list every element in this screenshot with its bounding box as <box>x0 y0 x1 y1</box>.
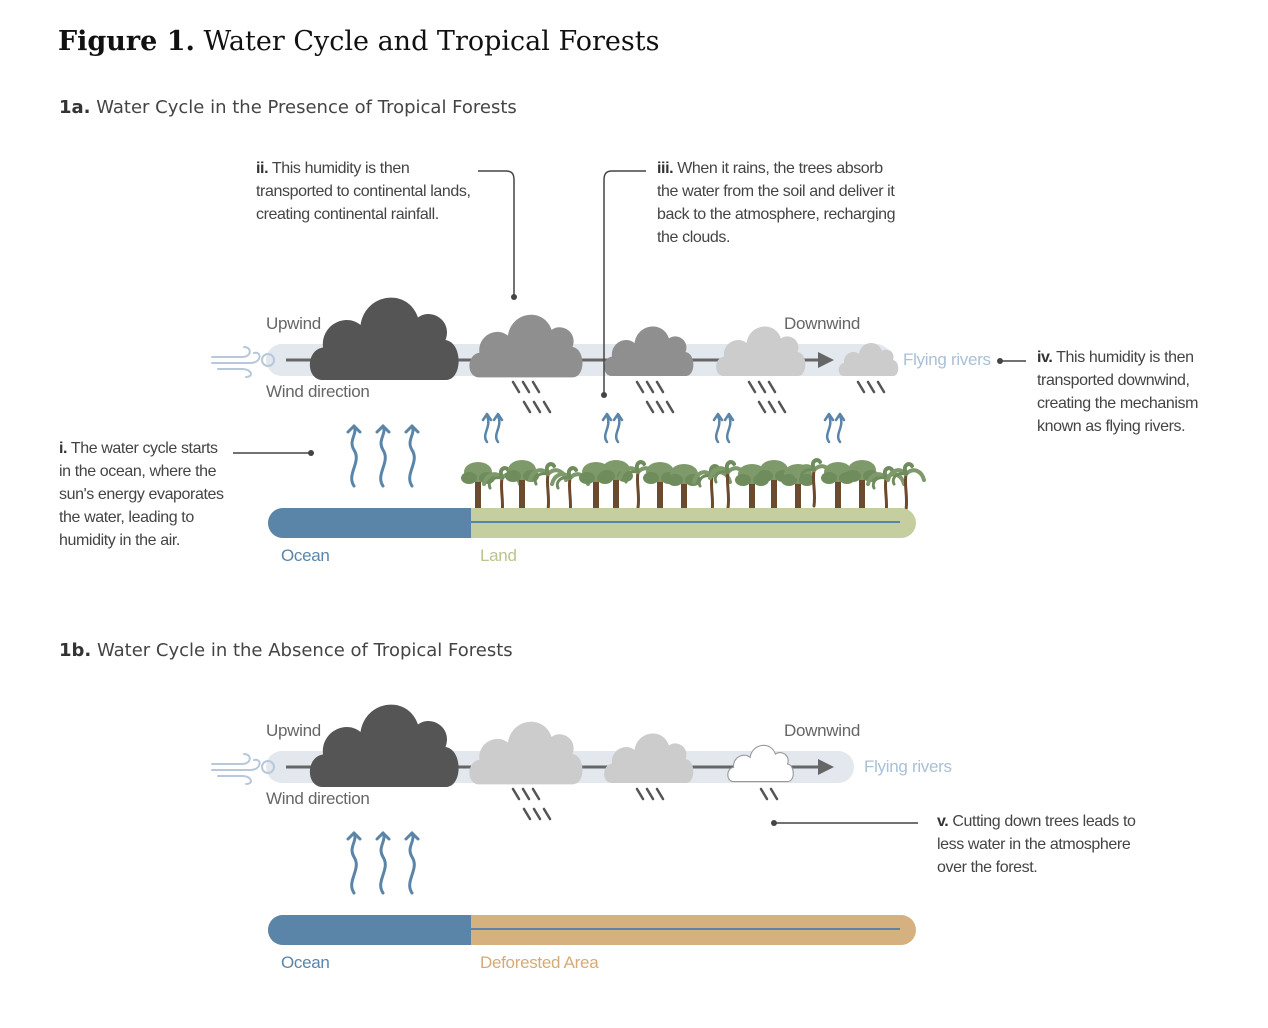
note-iv-text: This humidity is then transported downwi… <box>1037 349 1199 435</box>
transpiration-arrow-icon <box>834 412 846 444</box>
rain-icon <box>522 400 552 414</box>
note-ii-number: ii. <box>256 160 269 177</box>
rain-icon <box>645 400 675 414</box>
cloud-icon <box>469 721 583 785</box>
label-land: Land <box>480 546 517 565</box>
tree-icon <box>528 462 568 512</box>
tree-icon <box>505 460 539 508</box>
rain-icon <box>635 787 665 801</box>
ocean-bar <box>268 508 471 538</box>
rain-icon <box>511 787 541 801</box>
label-upwind-a: Upwind <box>266 314 321 333</box>
label-flying-rivers-a: Flying rivers <box>903 350 991 369</box>
evaporation-arrow-icon <box>375 424 391 488</box>
label-ocean-b: Ocean <box>281 953 330 972</box>
evaporation-arrow-icon <box>404 831 420 895</box>
transpiration-arrow-icon <box>481 412 493 444</box>
arrow-right-icon <box>818 759 834 775</box>
transpiration-arrow-icon <box>723 412 735 444</box>
note-iii-number: iii. <box>657 160 674 177</box>
note-iii-text: When it rains, the trees absorb the wate… <box>657 160 896 246</box>
leader-ii <box>478 170 515 296</box>
note-v-text: Cutting down trees leads to less water i… <box>937 813 1136 876</box>
panel-a-title-text: Water Cycle in the Presence of Tropical … <box>96 97 517 118</box>
panel-b-number: 1b. <box>59 640 92 661</box>
label-downwind-b: Downwind <box>784 721 861 740</box>
wind-icon <box>211 753 261 785</box>
cloud-icon <box>604 326 694 376</box>
label-flying-rivers-b: Flying rivers <box>864 757 952 776</box>
ocean-bar <box>268 915 471 945</box>
cloud-icon <box>309 297 459 380</box>
label-deforested-area: Deforested Area <box>480 953 599 972</box>
cloud-icon <box>469 314 583 378</box>
arrow-right-icon <box>818 352 834 368</box>
rain-icon <box>759 787 779 801</box>
label-wind-direction-b: Wind direction <box>266 789 370 808</box>
transpiration-arrow-icon <box>612 412 624 444</box>
figure-title-text: Water Cycle and Tropical Forests <box>203 26 660 57</box>
note-iv: iv. This humidity is then transported do… <box>1037 346 1207 438</box>
rain-icon <box>757 400 787 414</box>
panel-b-title: 1b. Water Cycle in the Absence of Tropic… <box>59 640 513 661</box>
cloud-icon <box>309 704 459 787</box>
note-i-text: The water cycle starts in the ocean, whe… <box>59 440 224 549</box>
rain-icon <box>511 380 541 394</box>
note-ii: ii. This humidity is then transported to… <box>256 157 480 226</box>
tree-icon <box>667 464 701 512</box>
label-upwind-b: Upwind <box>266 721 321 740</box>
note-i-number: i. <box>59 440 68 457</box>
cloud-icon <box>727 744 794 783</box>
transpiration-arrow-icon <box>601 412 613 444</box>
evaporation-arrow-icon <box>404 424 420 488</box>
transpiration-arrow-icon <box>492 412 504 444</box>
note-v-number: v. <box>937 813 949 830</box>
rain-icon <box>856 380 886 394</box>
note-ii-text: This humidity is then transported to con… <box>256 160 471 223</box>
transpiration-arrow-icon <box>823 412 835 444</box>
panel-a-number: 1a. <box>59 97 91 118</box>
evaporation-arrow-icon <box>375 831 391 895</box>
evaporation-arrow-icon <box>346 424 362 488</box>
note-i: i. The water cycle starts in the ocean, … <box>59 437 229 552</box>
evaporation-arrow-icon <box>346 831 362 895</box>
tree-icon <box>886 462 926 512</box>
figure-title: Figure 1. Water Cycle and Tropical Fores… <box>58 26 659 57</box>
transpiration-arrow-icon <box>712 412 724 444</box>
rain-icon <box>747 380 777 394</box>
cloud-icon <box>604 733 694 783</box>
note-v: v. Cutting down trees leads to less wate… <box>937 810 1147 879</box>
note-iii: iii. When it rains, the trees absorb the… <box>657 157 903 249</box>
panel-a-title: 1a. Water Cycle in the Presence of Tropi… <box>59 97 517 118</box>
rain-icon <box>522 807 552 821</box>
label-downwind-a: Downwind <box>784 314 861 333</box>
leader-iii <box>603 170 646 395</box>
panel-b-title-text: Water Cycle in the Absence of Tropical F… <box>96 640 513 661</box>
label-ocean-a: Ocean <box>281 546 330 565</box>
rain-icon <box>635 380 665 394</box>
figure-number: Figure 1. <box>58 26 195 57</box>
note-iv-number: iv. <box>1037 349 1053 366</box>
wind-icon <box>211 346 261 378</box>
label-wind-direction-a: Wind direction <box>266 382 370 401</box>
